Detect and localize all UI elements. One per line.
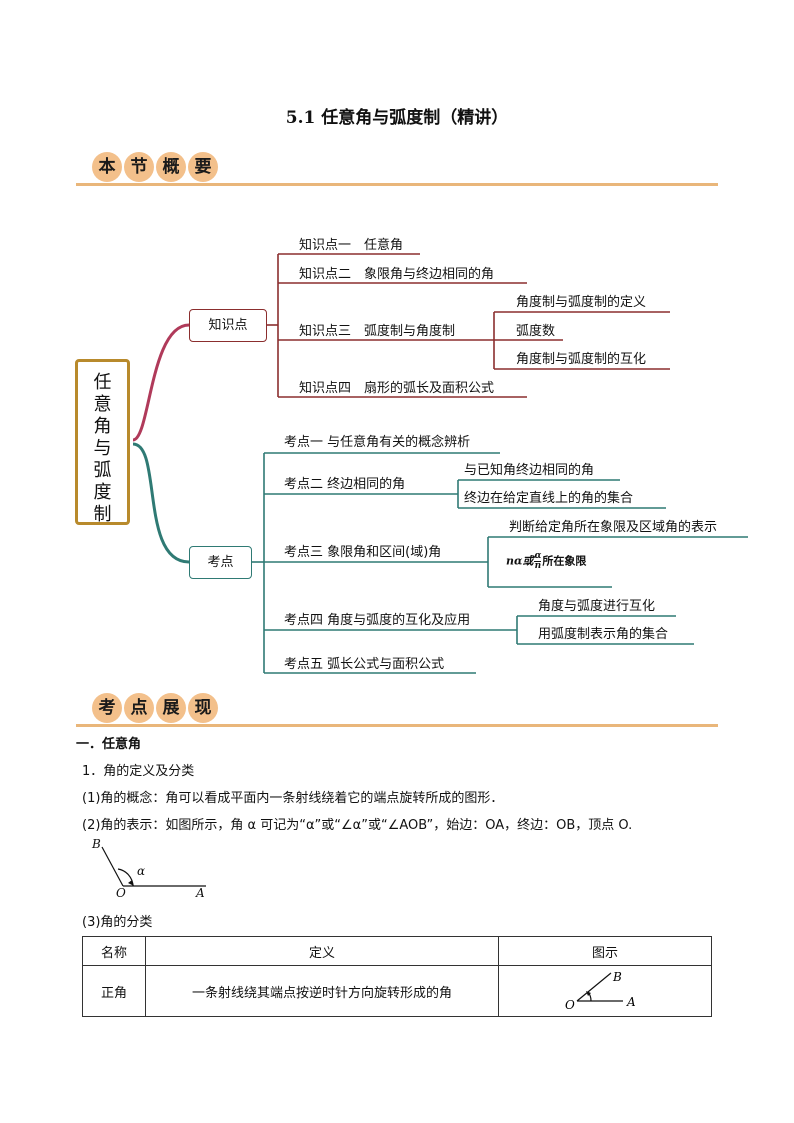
paragraph: (1)角的概念：角可以看成平面内一条射线绕着它的端点旋转所成的图形． — [82, 791, 504, 806]
fraction-den: n — [534, 561, 542, 571]
banner-char: 概 — [156, 152, 186, 182]
mindmap-node-kaodian: 考点 — [189, 546, 252, 579]
table-header: 名称 — [82, 936, 146, 966]
banner-char: 本 — [92, 152, 122, 182]
mindmap-root: 任意角与弧度制 — [75, 359, 130, 525]
zhishidian-item: 知识点一 任意角 — [299, 238, 404, 253]
section-banner-overview: 本 节 概 要 — [76, 152, 718, 186]
kaodian-item: 考点三 象限角和区间(域)角 — [284, 545, 442, 560]
fig-label-B: B — [92, 837, 101, 851]
page-title: 5.1 任意角与弧度制（精讲） — [285, 108, 509, 128]
zhishidian-item: 知识点二 象限角与终边相同的角 — [299, 267, 495, 282]
table-cell-figure: O B A — [498, 965, 712, 1017]
zhishidian-sub-item: 弧度数 — [516, 324, 556, 339]
mindmap-root-label: 任意角与弧度制 — [93, 372, 112, 525]
kaodian-sub-item: 用弧度制表示角的集合 — [538, 627, 669, 642]
banner-char: 节 — [124, 152, 154, 182]
node-label: 知识点 — [208, 318, 248, 333]
banner-char: 考 — [92, 693, 122, 723]
kaodian-sub-item: 判断给定角所在象限及区域角的表示 — [509, 520, 718, 535]
fig2-label-O: O — [565, 998, 575, 1012]
section-banner-exam-points: 考 点 展 现 — [76, 693, 718, 727]
fig-label-O: O — [116, 886, 126, 900]
kaodian-item: 考点四 角度与弧度的互化及应用 — [284, 613, 471, 628]
table-cell-def: 一条射线绕其端点按逆时针方向旋转形成的角 — [145, 965, 499, 1017]
formula-label: 所在象限 — [542, 554, 587, 568]
kaodian-sub-item: 终边在给定直线上的角的集合 — [464, 491, 634, 506]
kaodian-item: 考点一 与任意角有关的概念辨析 — [284, 435, 471, 450]
kaodian-item: 考点五 弧长公式与面积公式 — [284, 657, 445, 672]
zhishidian-item: 知识点四 扇形的弧长及面积公式 — [299, 381, 495, 396]
positive-angle-figure: O B A — [565, 970, 636, 1012]
table-header: 图示 — [498, 936, 712, 966]
fig-label-A: A — [196, 886, 205, 900]
kaodian-sub-item: 角度与弧度进行互化 — [538, 599, 656, 614]
fraction-num: α — [534, 551, 542, 561]
angle-figure — [101, 846, 206, 887]
table-cell-name: 正角 — [82, 965, 146, 1017]
paragraph: (3)角的分类 — [82, 915, 153, 930]
fig-label-alpha: α — [137, 864, 146, 878]
banner-char: 展 — [156, 693, 186, 723]
zhishidian-sub-item: 角度制与弧度制的互化 — [516, 352, 647, 367]
fig2-label-A: A — [626, 995, 636, 1009]
table-row: 正角 一条射线绕其端点按逆时针方向旋转形成的角 O B A — [82, 965, 712, 1017]
kaodian-sub-item: 与已知角终边相同的角 — [464, 463, 595, 478]
banner-char: 点 — [124, 693, 154, 723]
subsection-heading: 1．角的定义及分类 — [82, 764, 195, 779]
banner-char: 要 — [188, 152, 218, 182]
zhishidian-sub-item: 角度制与弧度制的定义 — [516, 295, 647, 310]
paragraph: (2)角的表示：如图所示，角 α 可记为“α”或“∠α”或“∠AOB”，始边：O… — [82, 818, 633, 833]
formula-text: nα或 — [506, 554, 534, 568]
section-heading: 一．任意角 — [76, 737, 142, 752]
banner-char: 现 — [188, 693, 218, 723]
node-label: 考点 — [207, 555, 234, 570]
table-header: 定义 — [145, 936, 499, 966]
zhishidian-item: 知识点三 弧度制与角度制 — [299, 324, 456, 339]
angle-classification-table: 名称 定义 图示 正角 一条射线绕其端点按逆时针方向旋转形成的角 O B A — [82, 936, 712, 1017]
fig2-label-B: B — [612, 970, 622, 984]
mindmap-connectors — [132, 253, 748, 674]
table-header-row: 名称 定义 图示 — [82, 936, 712, 966]
kaodian-item: 考点二 终边相同的角 — [284, 477, 406, 492]
mindmap-node-zhishidian: 知识点 — [189, 309, 267, 342]
